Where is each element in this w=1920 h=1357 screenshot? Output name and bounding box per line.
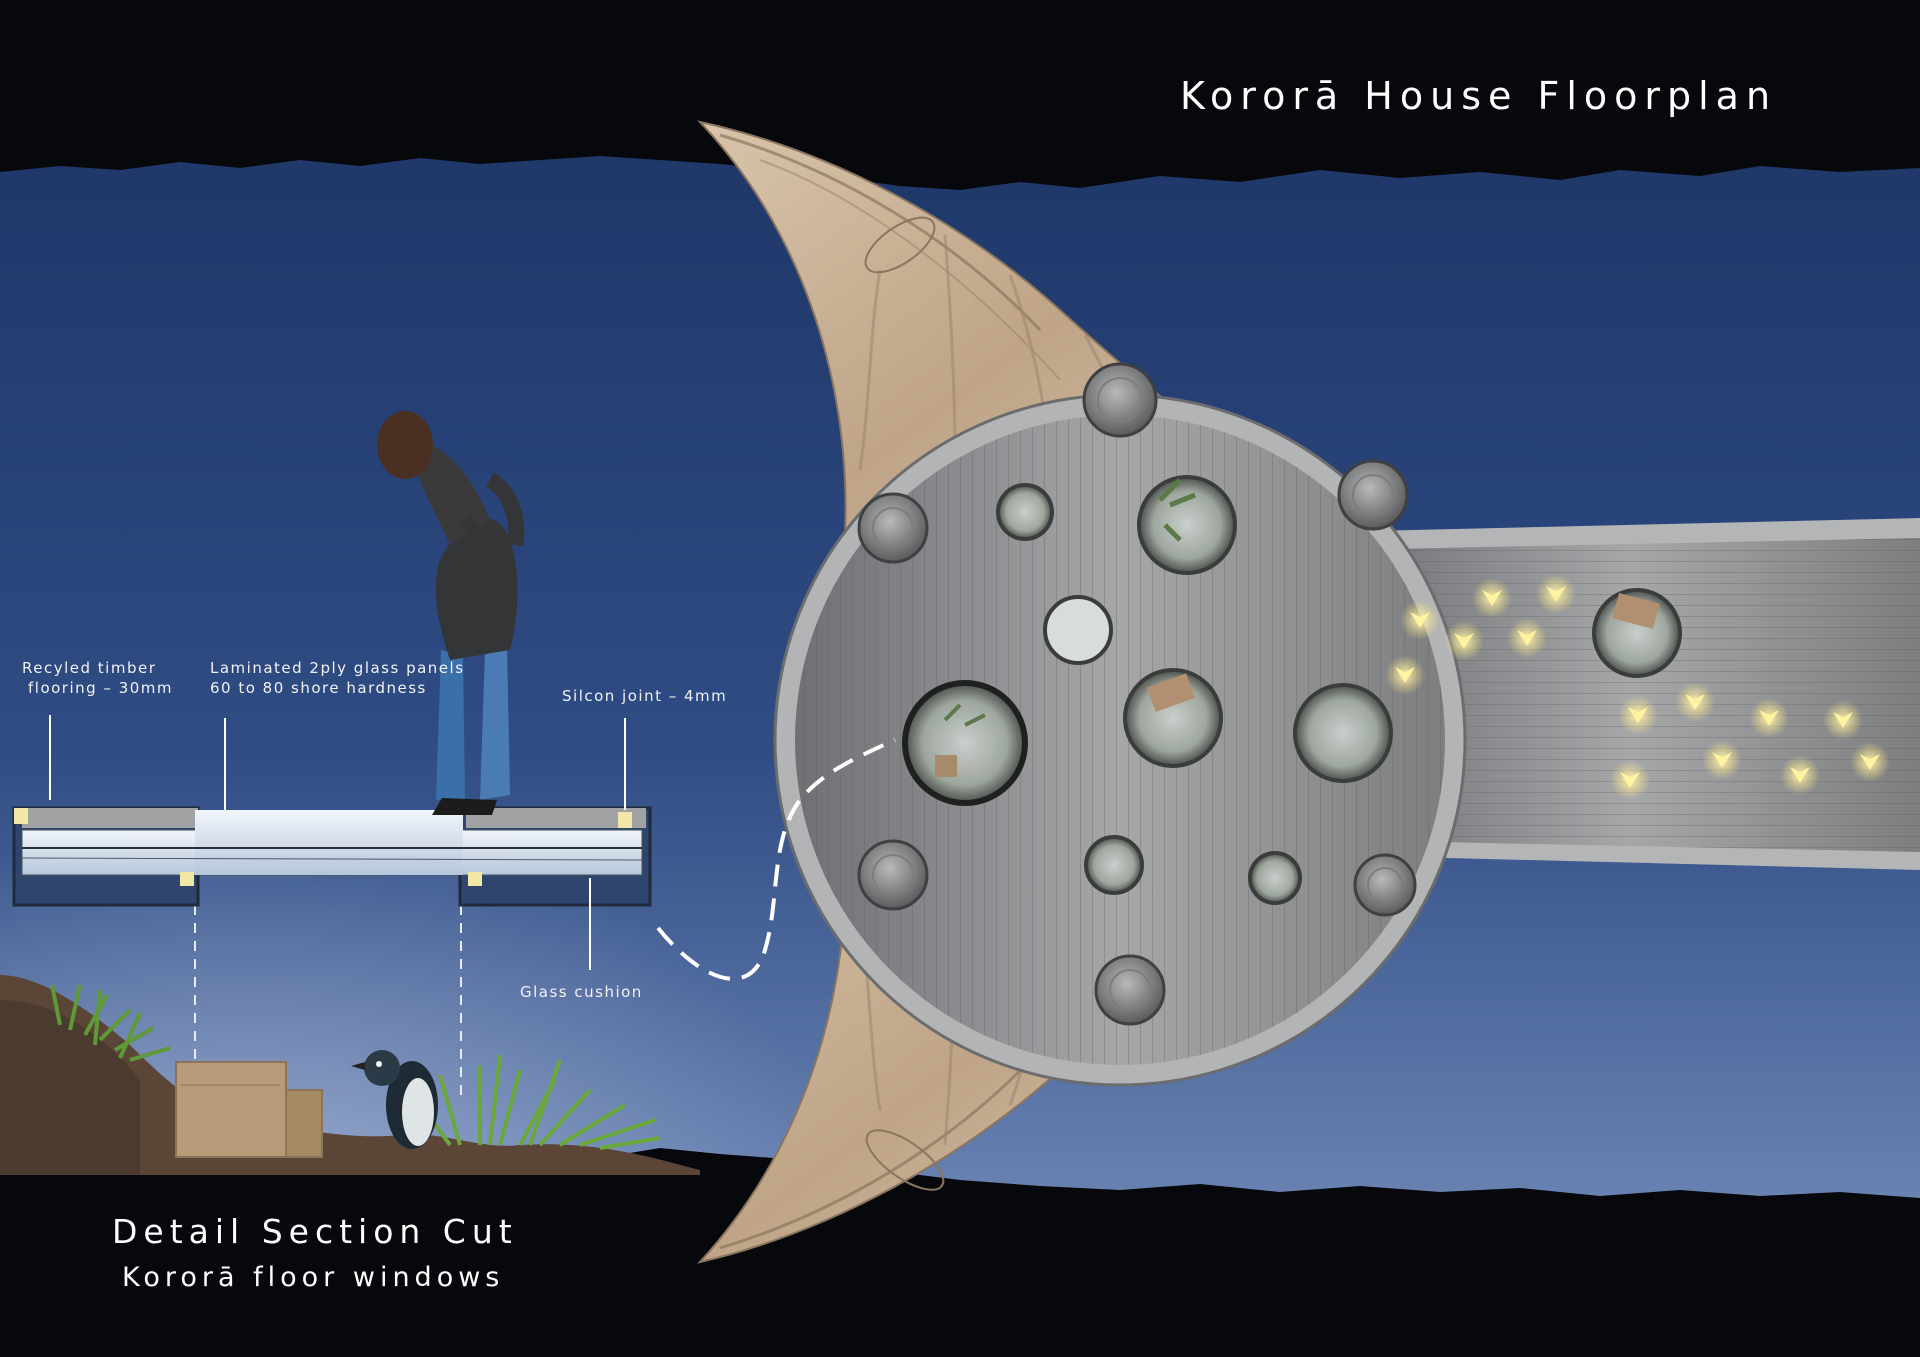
leader-lines (49, 715, 626, 970)
top-band (0, 0, 1920, 190)
glass-panels-label: Laminated 2ply glass panels 60 to 80 sho… (210, 658, 465, 699)
silicon-joint-label: Silcon joint – 4mm (562, 687, 728, 705)
section-subtitle: Kororā floor windows (122, 1262, 505, 1293)
section-connector (656, 738, 896, 981)
grass-left (50, 984, 171, 1062)
glass-panels-line2: 60 to 80 shore hardness (210, 679, 427, 698)
section-floor (12, 806, 652, 907)
timber-flooring-label: Recyled timber flooring – 30mm (22, 658, 173, 699)
timber-flooring-line2: flooring – 30mm (28, 679, 174, 698)
glass-cushion-label: Glass cushion (520, 983, 643, 1001)
timber-posts (857, 362, 1417, 1026)
woman-figure (377, 411, 525, 815)
section-title: Detail Section Cut (112, 1212, 518, 1251)
glass-panels-line1: Laminated 2ply glass panels (210, 659, 465, 677)
nest-box (175, 1061, 323, 1158)
floorplan-title: Kororā House Floorplan (1180, 74, 1778, 118)
penguin (351, 1050, 438, 1149)
floor-windows (902, 475, 1682, 905)
bottom-band (0, 1148, 1920, 1357)
penguin-footprints (1385, 574, 1890, 800)
timber-flooring-line1: Recyled timber (22, 659, 157, 677)
